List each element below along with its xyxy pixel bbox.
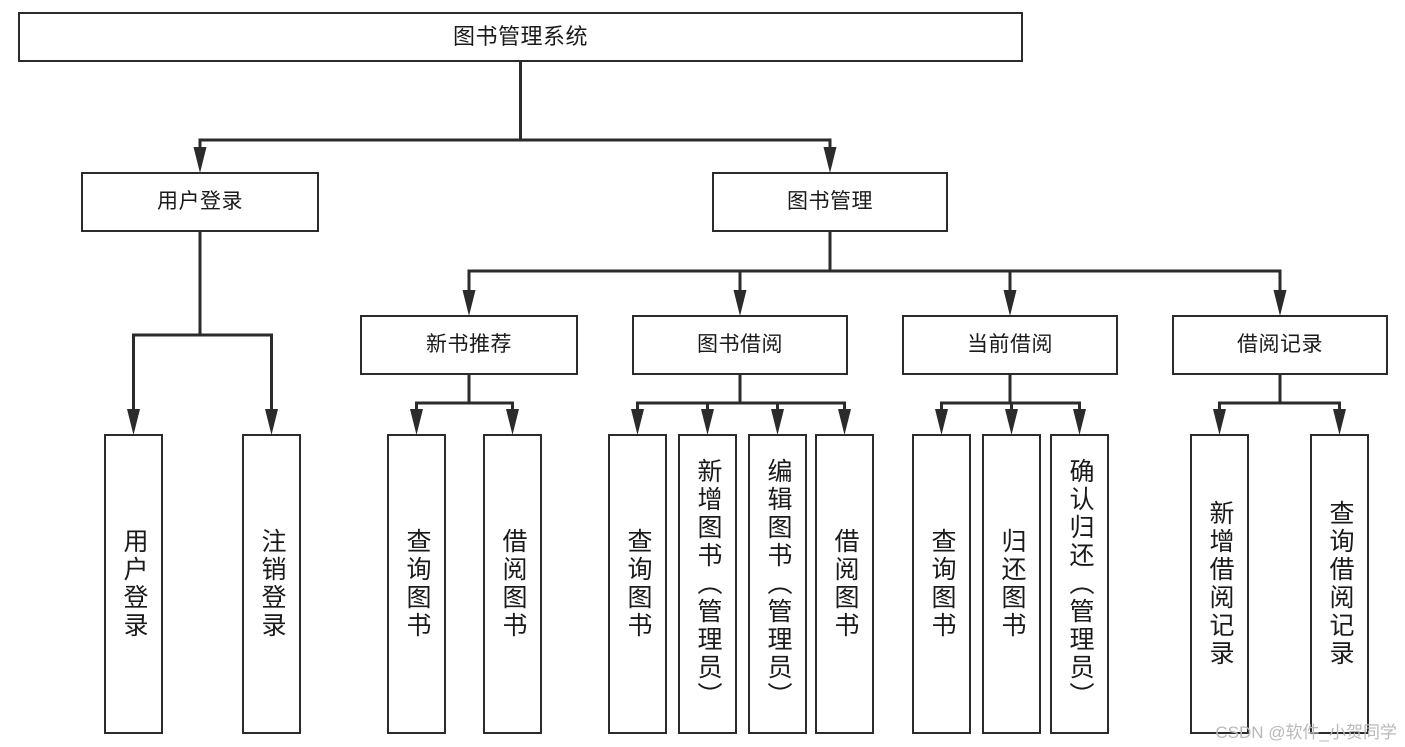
node-current-borrow-label: 当前借阅 — [967, 332, 1053, 356]
node-user-login-label: 用户登录 — [157, 189, 243, 213]
node-leaf-user-login-label: 用户登录 — [120, 528, 148, 640]
node-leaf-add-book[interactable]: 新增图书（管理员） — [678, 434, 737, 734]
node-leaf-confirm-return-label: 确认归还（管理员） — [1066, 458, 1094, 710]
node-leaf-add-record-label: 新增借阅记录 — [1206, 500, 1234, 668]
node-leaf-add-book-label: 新增图书（管理员） — [694, 458, 722, 710]
node-leaf-edit-book[interactable]: 编辑图书（管理员） — [748, 434, 807, 734]
node-borrow-record[interactable]: 借阅记录 — [1172, 315, 1388, 375]
node-leaf-query-record[interactable]: 查询借阅记录 — [1310, 434, 1369, 734]
node-leaf-return-book[interactable]: 归还图书 — [982, 434, 1041, 734]
node-leaf-query-book-3-label: 查询图书 — [928, 528, 956, 640]
node-book-manage[interactable]: 图书管理 — [712, 172, 948, 232]
node-leaf-borrow-book-1-label: 借阅图书 — [499, 528, 527, 640]
node-borrow-record-label: 借阅记录 — [1237, 332, 1323, 356]
node-root-label: 图书管理系统 — [452, 24, 588, 50]
node-root[interactable]: 图书管理系统 — [18, 12, 1023, 62]
node-new-book-recommend[interactable]: 新书推荐 — [360, 315, 578, 375]
node-leaf-logout[interactable]: 注销登录 — [242, 434, 301, 734]
node-leaf-return-book-label: 归还图书 — [998, 528, 1026, 640]
node-leaf-logout-label: 注销登录 — [258, 528, 286, 640]
watermark-text: CSDN @软件_小贺同学 — [1215, 723, 1397, 742]
node-book-borrow-label: 图书借阅 — [697, 332, 783, 356]
node-leaf-query-book-1-label: 查询图书 — [403, 528, 431, 640]
node-new-book-recommend-label: 新书推荐 — [426, 332, 512, 356]
node-leaf-query-book-3[interactable]: 查询图书 — [912, 434, 971, 734]
node-leaf-confirm-return[interactable]: 确认归还（管理员） — [1050, 434, 1109, 734]
node-leaf-edit-book-label: 编辑图书（管理员） — [764, 458, 792, 710]
node-user-login[interactable]: 用户登录 — [81, 172, 319, 232]
node-leaf-query-book-1[interactable]: 查询图书 — [387, 434, 446, 734]
node-leaf-borrow-book-1[interactable]: 借阅图书 — [483, 434, 542, 734]
node-leaf-query-book-2-label: 查询图书 — [624, 528, 652, 640]
node-leaf-query-record-label: 查询借阅记录 — [1326, 500, 1354, 668]
node-leaf-add-record[interactable]: 新增借阅记录 — [1190, 434, 1249, 734]
node-book-borrow[interactable]: 图书借阅 — [632, 315, 848, 375]
node-leaf-query-book-2[interactable]: 查询图书 — [608, 434, 667, 734]
node-book-manage-label: 图书管理 — [787, 189, 873, 213]
node-leaf-borrow-book-2[interactable]: 借阅图书 — [815, 434, 874, 734]
node-leaf-user-login[interactable]: 用户登录 — [104, 434, 163, 734]
node-current-borrow[interactable]: 当前借阅 — [902, 315, 1118, 375]
node-leaf-borrow-book-2-label: 借阅图书 — [831, 528, 859, 640]
